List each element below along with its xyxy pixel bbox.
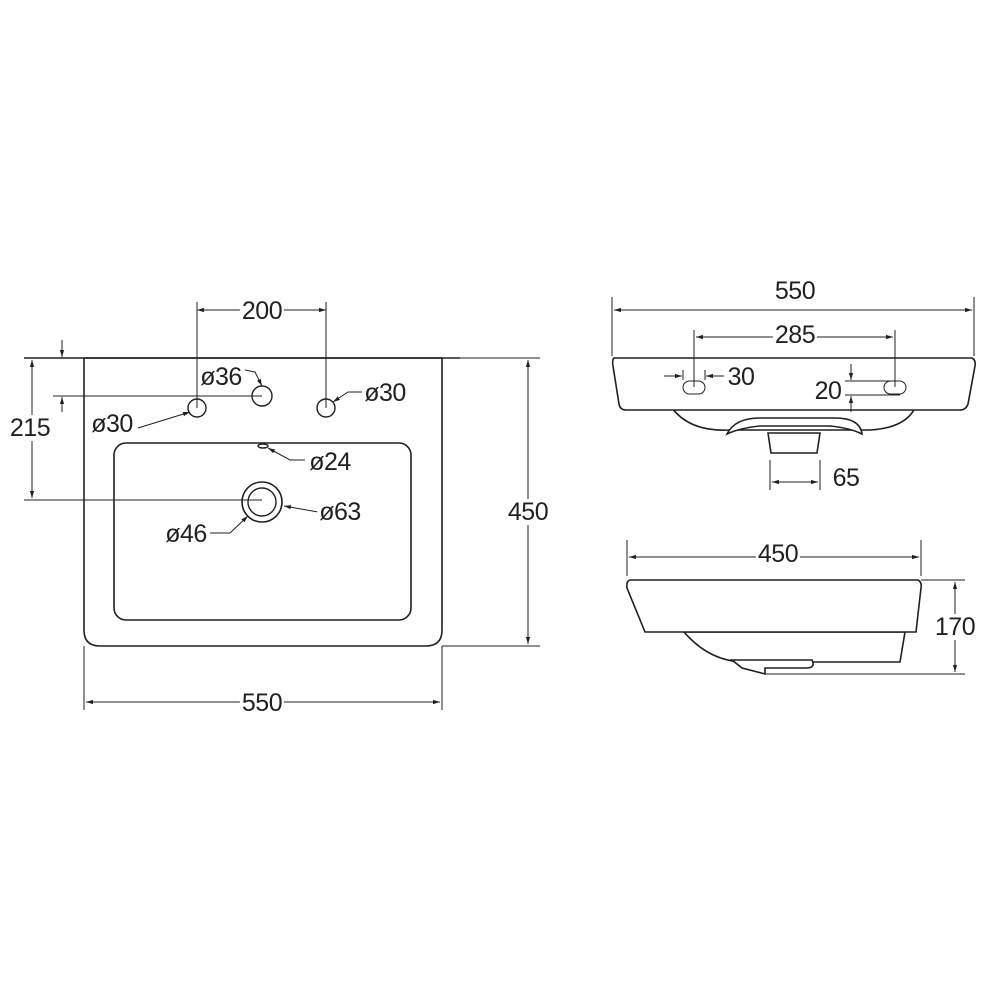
bowl-outline <box>113 442 412 621</box>
dim-plan-depth: 450 <box>505 498 551 526</box>
front-view <box>611 297 976 490</box>
label-drain-outer: ø63 <box>317 498 363 526</box>
overflow-hole <box>257 443 269 449</box>
dim-waste-width: 65 <box>832 464 860 492</box>
side-view <box>626 540 965 676</box>
side-waste <box>729 659 814 676</box>
front-rim <box>611 357 976 411</box>
dim-slot-height: 20 <box>814 377 842 405</box>
label-hole-right: ø30 <box>362 379 408 407</box>
plan-view <box>24 302 540 710</box>
dim-fixing-spacing: 285 <box>772 321 818 349</box>
waste-outlet <box>767 432 821 454</box>
side-rim <box>626 579 922 633</box>
dim-drain-offset: 215 <box>7 414 53 442</box>
dim-slot-width: 30 <box>727 363 755 391</box>
dim-side-depth: 450 <box>755 540 801 568</box>
dim-plan-width: 550 <box>239 689 285 717</box>
label-drain-inner: ø46 <box>163 520 209 548</box>
dim-side-height: 170 <box>932 613 978 641</box>
waste-lip <box>725 417 863 436</box>
drain-inner <box>247 487 277 517</box>
label-overflow: ø24 <box>307 448 353 476</box>
label-hole-center: ø36 <box>200 363 242 391</box>
side-lower-bowl <box>682 631 906 663</box>
dim-tap-spacing: 200 <box>239 297 285 325</box>
label-hole-left: ø30 <box>89 410 135 438</box>
dim-front-width: 550 <box>772 277 818 305</box>
